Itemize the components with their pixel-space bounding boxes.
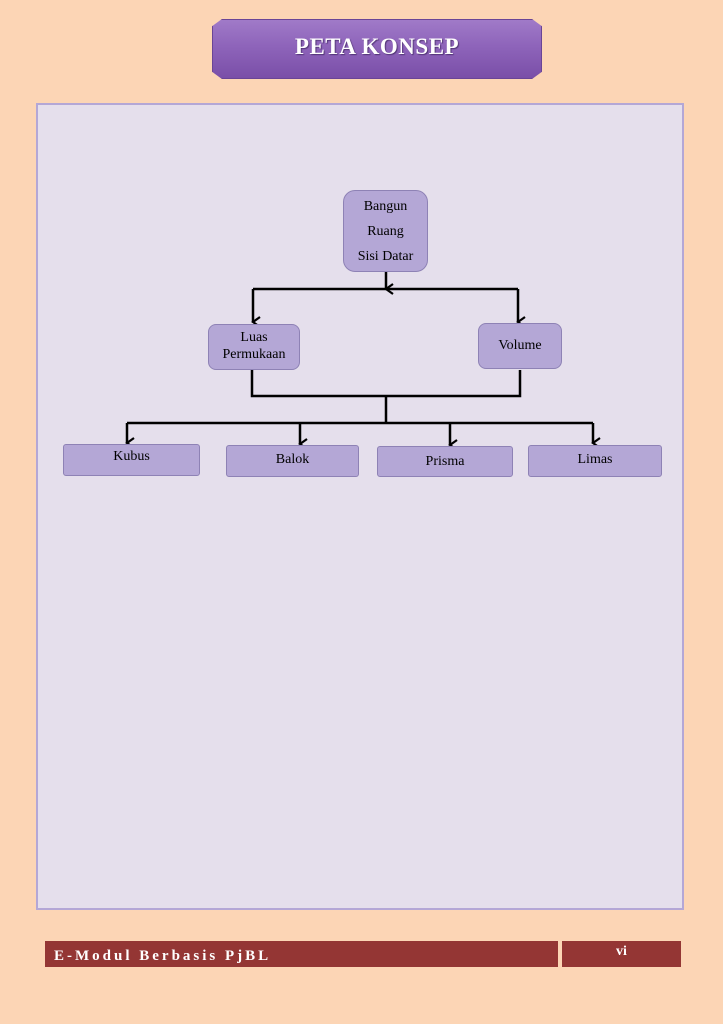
node-bangun-ruang-sisi-datar: Bangun Ruang Sisi Datar [343, 190, 428, 272]
node-label-line: Ruang [367, 223, 404, 239]
title-banner: PETA KONSEP [212, 19, 542, 79]
node-label-line: Bangun [363, 198, 408, 214]
node-prisma: Prisma [377, 446, 513, 477]
footer-page-box: vi [562, 941, 681, 967]
node-volume: Volume [478, 323, 562, 369]
node-luas-permukaan: Luas Permukaan [208, 324, 300, 370]
node-label-line: Sisi Datar [357, 248, 414, 264]
page-title: PETA KONSEP [294, 34, 460, 59]
node-label-line: Luas [240, 330, 268, 346]
node-kubus: Kubus [63, 444, 200, 476]
node-label-line: Permukaan [222, 347, 286, 362]
node-label: Kubus [113, 448, 150, 464]
level1-merge-line [250, 370, 522, 398]
node-label: Prisma [425, 453, 465, 469]
page-number: vi [616, 944, 627, 959]
node-label: Limas [577, 451, 613, 467]
node-label-line: Volume [498, 337, 542, 353]
footer-module-text: E-Modul Berbasis PjBL [54, 947, 272, 964]
node-label: Balok [275, 451, 310, 467]
node-limas: Limas [528, 445, 662, 477]
node-balok: Balok [226, 445, 359, 477]
footer-bar: E-Modul Berbasis PjBL [45, 941, 558, 967]
